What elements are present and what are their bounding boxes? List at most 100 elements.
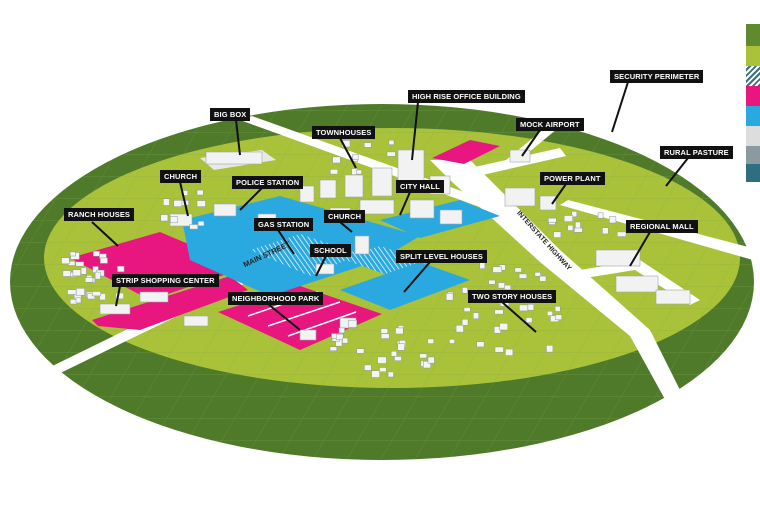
house — [394, 356, 402, 361]
house — [342, 337, 349, 344]
house — [462, 287, 468, 294]
house — [356, 169, 362, 175]
house — [494, 346, 504, 353]
house — [67, 289, 77, 295]
label-two-story-houses: TWO STORY HOUSES — [468, 290, 557, 303]
house — [617, 231, 627, 237]
house — [494, 309, 504, 315]
house — [72, 269, 81, 277]
house — [364, 364, 372, 371]
house — [330, 169, 339, 175]
house — [75, 261, 85, 267]
house — [554, 306, 561, 312]
label-police-station: POLICE STATION — [232, 176, 304, 189]
house — [534, 272, 541, 277]
label-ranch-houses: RANCH HOUSES — [64, 208, 135, 221]
label-gas-station: GAS STATION — [254, 218, 314, 231]
house — [518, 273, 528, 279]
house — [479, 262, 486, 269]
label-city-hall: CITY HALL — [396, 180, 444, 193]
house — [427, 356, 435, 364]
house — [548, 217, 557, 223]
house — [335, 333, 344, 340]
pink-lot-north — [432, 140, 500, 164]
house — [338, 327, 345, 334]
legend-swatch-road — [746, 146, 760, 164]
label-townhouses: TOWNHOUSES — [312, 126, 376, 139]
legend-swatch-hatch — [746, 66, 760, 86]
house — [196, 200, 206, 207]
house — [84, 277, 94, 283]
label-regional-mall: REGIONAL MALL — [626, 220, 698, 233]
label-strip-shopping-center: STRIP SHOPPING CENTER — [112, 274, 219, 287]
legend-swatch-outer-field — [746, 24, 760, 46]
house — [87, 293, 95, 300]
house — [497, 282, 506, 289]
label-neighborhood-park: NEIGHBORHOOD PARK — [228, 292, 324, 305]
legend-swatch-water — [746, 164, 760, 182]
house — [423, 361, 431, 369]
house — [514, 267, 522, 273]
house — [463, 307, 471, 312]
house — [332, 156, 341, 164]
house — [575, 221, 581, 229]
house — [546, 345, 554, 353]
house — [525, 317, 533, 323]
house — [380, 328, 389, 334]
label-school: SCHOOL — [310, 244, 351, 257]
house — [387, 371, 394, 378]
house — [563, 215, 573, 222]
house — [449, 339, 455, 344]
house — [363, 142, 372, 148]
callout-pointers — [91, 81, 689, 333]
label-big-box: BIG BOX — [210, 108, 251, 121]
label-church-north: CHURCH — [160, 170, 202, 183]
house — [397, 343, 405, 351]
legend-swatch-civic — [746, 106, 760, 126]
label-security-perimeter: SECURITY PERIMETER — [610, 70, 704, 83]
house — [390, 350, 397, 357]
house — [476, 341, 485, 348]
house — [93, 250, 100, 257]
house — [379, 367, 387, 373]
house — [547, 310, 553, 316]
house — [163, 198, 170, 206]
house — [91, 291, 101, 297]
house — [609, 216, 617, 224]
house — [197, 221, 205, 227]
house — [371, 370, 380, 378]
house — [519, 304, 529, 312]
buildings — [99, 149, 691, 341]
label-split-level-houses: SPLIT LEVEL HOUSES — [396, 250, 487, 263]
house — [553, 231, 562, 238]
house — [386, 151, 396, 157]
house — [488, 279, 496, 285]
house — [117, 265, 125, 272]
house — [348, 319, 358, 328]
house — [196, 189, 204, 196]
label-power-plant: POWER PLANT — [540, 172, 605, 185]
legend-swatch-building — [746, 126, 760, 146]
house — [472, 312, 479, 320]
house — [160, 214, 169, 222]
split-level-district — [340, 262, 470, 310]
house — [75, 288, 85, 296]
house — [419, 353, 428, 359]
house — [62, 270, 71, 277]
house — [427, 338, 434, 344]
house — [94, 271, 101, 280]
house — [571, 211, 578, 218]
house — [100, 257, 108, 264]
house — [395, 327, 404, 335]
house — [455, 324, 464, 333]
strip-shopping-district — [92, 276, 248, 330]
house — [388, 139, 395, 145]
label-high-rise-office: HIGH RISE OFFICE BUILDING — [408, 90, 525, 103]
house — [574, 227, 583, 233]
house — [555, 314, 562, 321]
house — [445, 292, 454, 301]
label-mock-airport: MOCK AIRPORT — [516, 118, 584, 131]
house — [377, 356, 387, 364]
house — [170, 216, 178, 224]
house — [189, 224, 198, 230]
